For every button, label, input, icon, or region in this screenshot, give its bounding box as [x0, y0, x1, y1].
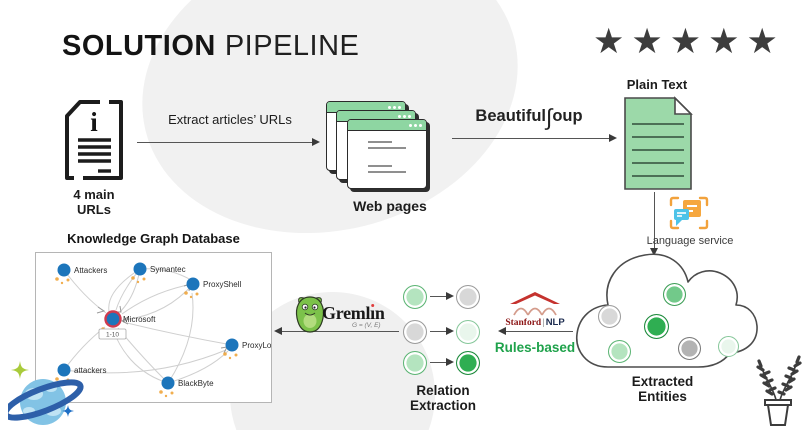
stanford-nlp-logo — [510, 292, 560, 316]
plain-text-doc-icon — [624, 96, 693, 190]
source-caption: 4 main URLs — [73, 187, 115, 217]
corner-brackets — [669, 196, 709, 230]
page-text-line — [368, 171, 406, 173]
entity-circle — [598, 305, 621, 328]
rules-based-label: Rules-based — [494, 340, 576, 355]
page-text-line — [368, 165, 392, 167]
node-label: Attackers — [74, 266, 107, 275]
graph-node — [225, 338, 239, 352]
divider: | — [542, 317, 545, 328]
node-label: attackers — [74, 366, 106, 375]
gremlin-label: Gremlın — [322, 303, 385, 323]
cloud-icon — [576, 253, 758, 368]
ladle-glyph: ∫ — [546, 104, 553, 130]
browser-window-front — [347, 119, 427, 189]
relation-circle — [456, 320, 480, 344]
graph-node — [57, 363, 71, 377]
graph-nodes — [57, 262, 239, 390]
doc-letter: i — [90, 107, 98, 137]
plain-text-caption: Plain Text — [626, 77, 688, 92]
arrow-to-graph-db — [274, 327, 399, 336]
relation-circle — [403, 285, 427, 309]
arrow-extract-urls — [137, 138, 320, 147]
relation-arrow — [430, 292, 454, 301]
gremlin-formula: G = (V, E) — [352, 322, 381, 329]
arches — [513, 307, 557, 316]
edge-count-label: 1-10 — [106, 332, 119, 339]
arrow-beautifulsoup — [452, 134, 617, 143]
extracted-entities-caption: Extracted Entities — [631, 374, 694, 404]
page-title-bold: SOLUTION — [62, 30, 216, 62]
entity-circle — [608, 340, 631, 363]
window-dot-icon — [402, 114, 406, 118]
entity-circle — [718, 336, 739, 357]
page-text-line — [368, 141, 392, 143]
web-pages-caption: Web pages — [353, 198, 427, 214]
page-title-light: PIPELINE — [224, 30, 360, 62]
rating-stars-icon: ★★★★★ — [593, 22, 785, 61]
window-dot-icon — [407, 114, 411, 118]
node-label: Microsoft — [123, 315, 156, 324]
extract-urls-label: Extract articles’ URLs — [168, 112, 292, 127]
plant-icon — [756, 355, 802, 426]
node-label: ProxyLogon — [242, 341, 271, 350]
node-label: ProxyShell — [203, 280, 241, 289]
relation-circle — [456, 351, 480, 375]
knowledge-graph-panel: 1-10 Attackers Symantec ProxyShell Micro… — [35, 252, 272, 403]
edge-count-badge — [98, 328, 127, 340]
graph-node — [161, 376, 175, 390]
document-icon: i — [65, 100, 123, 181]
graph-node — [57, 263, 71, 277]
border-gap — [74, 175, 83, 181]
entity-circle — [663, 283, 686, 306]
arrow-to-cloud — [650, 192, 659, 256]
relation-circle — [403, 320, 427, 344]
graph-node-highlighted — [104, 310, 122, 328]
window-dot-icon — [408, 123, 412, 127]
doc-lines — [78, 138, 111, 173]
graph-node — [186, 277, 200, 291]
doc-lines — [632, 123, 684, 177]
relation-arrow — [430, 358, 454, 367]
stanford-nlp-label: Stanford|NLP — [505, 317, 565, 328]
language-service-caption: Language service — [646, 235, 734, 247]
window-dot-icon — [418, 123, 422, 127]
sparkle-blue-icon — [62, 405, 74, 417]
arrow-cloud-to-relation — [498, 327, 573, 336]
sparkle-green-icon — [11, 361, 29, 379]
window-dot-icon — [387, 105, 391, 109]
relation-extraction-caption: Relation Extraction — [409, 383, 477, 413]
leaves — [756, 355, 802, 396]
node-label: BlackByte — [178, 379, 214, 388]
window-dot-icon — [392, 105, 396, 109]
relation-circle — [403, 351, 427, 375]
gremlin-i-red-dot: ı — [370, 303, 375, 323]
beautifulsoup-label: Beautiful∫oup — [475, 104, 583, 130]
language-service-icon — [669, 196, 709, 230]
graph-node — [133, 262, 147, 276]
window-header — [348, 120, 426, 131]
text-marks — [677, 212, 686, 217]
window-dot-icon — [413, 123, 417, 127]
relation-arrow — [430, 327, 454, 336]
graph-node-labels: Attackers Symantec ProxyShell Microsoft … — [74, 265, 271, 388]
border-gap — [100, 100, 109, 106]
planet-icon — [8, 361, 84, 425]
knowledge-graph-title: Knowledge Graph Database — [67, 231, 240, 246]
entity-circle — [678, 337, 701, 360]
relation-circle — [456, 285, 480, 309]
knowledge-graph-canvas: 1-10 Attackers Symantec ProxyShell Micro… — [55, 262, 271, 398]
entity-circle — [644, 314, 669, 339]
window-dot-icon — [397, 105, 401, 109]
window-dot-icon — [397, 114, 401, 118]
page-text-line — [368, 147, 406, 149]
gremlin-mascot-icon — [295, 296, 325, 333]
node-label: Symantec — [150, 265, 186, 274]
